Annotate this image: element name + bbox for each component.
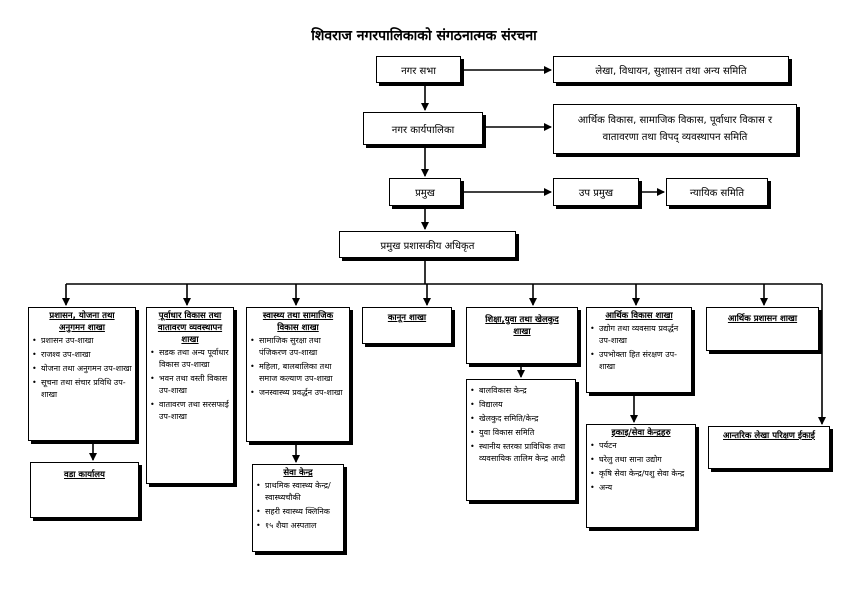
pramukh-box: प्रमुख: [389, 178, 461, 206]
list-item: सहरी स्वास्थ्य क्लिनिक: [256, 506, 340, 518]
swasthya-branch-box: स्वास्थ्य तथा सामाजिक विकास शाखा सामाजिक…: [246, 307, 350, 442]
nyayik-samiti-label: न्यायिक समिति: [689, 188, 745, 199]
shiksha-branch-box: शिक्षा,युवा तथा खेलकुद शाखा: [466, 307, 578, 364]
list-item: खेलकुद समिति/केन्द्र: [470, 413, 572, 425]
list-item: अन्य: [590, 482, 692, 494]
nagar-sabha-label: नगर सभा: [401, 65, 436, 77]
arthik-branch-title: आर्थिक विकास शाखा: [605, 311, 673, 321]
committee-box-1: लेखा, विधायन, सुशासन तथा अन्य समिति: [553, 56, 789, 83]
upa-pramukh-label: उप प्रमुख: [578, 188, 614, 199]
nagar-karyapalika-label: नगर कार्यपालिका: [391, 124, 455, 136]
list-item: भवन तथा वस्ती विकास उप-शाखा: [150, 373, 230, 397]
prashasan-sub-list: प्रशासन उप-शाखा राजश्व उप-शाखा योजना तथा…: [29, 335, 135, 401]
sewa-kendra-box: सेवा केन्द्र प्राथमिक स्वास्थ्य केन्द्र/…: [252, 464, 344, 552]
list-item: जनस्वास्थ्य प्रवर्द्धन उप-शाखा: [250, 387, 346, 399]
shiksha-units-box: बालविकास केन्द्र विद्यालय खेलकुद समिति/क…: [466, 379, 576, 501]
list-item: कृषि सेवा केन्द्र/पशु सेवा केन्द्र: [590, 468, 692, 480]
arthik-prashasan-branch-title: आर्थिक प्रशासन शाखा: [727, 314, 798, 324]
list-item: सडक तथा अन्य पूर्वाधार विकास उप-शाखा: [150, 347, 230, 371]
list-item: राजश्व उप-शाखा: [32, 349, 132, 361]
list-item: प्रशासन उप-शाखा: [32, 335, 132, 347]
committee-box-2: आर्थिक विकास, सामाजिक विकास, पूर्वाधार व…: [553, 104, 797, 154]
prashasan-branch-box: प्रशासन, योजना तथा अनुगमन शाखा प्रशासन उ…: [28, 307, 136, 441]
arthik-sub-list: उद्योग तथा व्यवसाय प्रवर्द्धन उप-शाखा उप…: [587, 323, 691, 373]
nyayik-samiti-box: न्यायिक समिति: [666, 178, 768, 206]
kanun-branch-title: कानून शाखा: [387, 313, 427, 323]
list-item: घरेलु तथा साना उद्योग: [590, 454, 692, 466]
shiksha-unit-list: बालविकास केन्द्र विद्यालय खेलकुद समिति/क…: [467, 385, 575, 465]
cao-box: प्रमुख प्रशासकीय अधिकृत: [339, 231, 516, 258]
ikai-sewa-kendra-box: इकाइ/सेवा केन्द्रहरु पर्यटन घरेलु तथा सा…: [586, 424, 696, 528]
shiksha-branch-title: शिक्षा,युवा तथा खेलकुद शाखा: [485, 315, 559, 337]
wada-karyalaya-box: वडा कार्यालय: [30, 462, 139, 518]
list-item: उद्योग तथा व्यवसाय प्रवर्द्धन उप-शाखा: [590, 323, 688, 347]
nagar-sabha-box: नगर सभा: [376, 56, 461, 83]
list-item: सूचना तथा संचार प्रविधि उप-शाखा: [32, 377, 132, 401]
internal-audit-label: आन्तरिक लेखा परिक्षण ईकाई: [723, 431, 815, 441]
committee-2-line2: वातावरणा तथा विपद् व्यवस्थापन समिति: [602, 132, 748, 143]
list-item: १५ शैया अस्पताल: [256, 520, 340, 532]
arthik-prashasan-branch-box: आर्थिक प्रशासन शाखा: [706, 307, 819, 351]
list-item: वातावरण तथा सरसफाई उप-शाखा: [150, 399, 230, 423]
purwadhar-sub-list: सडक तथा अन्य पूर्वाधार विकास उप-शाखा भवन…: [147, 347, 233, 423]
prashasan-branch-title: प्रशासन, योजना तथा अनुगमन शाखा: [49, 311, 115, 333]
internal-audit-box: आन्तरिक लेखा परिक्षण ईकाई: [708, 426, 830, 469]
list-item: प्राथमिक स्वास्थ्य केन्द्र/स्वास्थ्यचौकी: [256, 480, 340, 504]
list-item: सामाजिक सुरक्षा तथा पंजिकरण उप-शाखा: [250, 335, 346, 359]
list-item: युवा विकास समिति: [470, 427, 572, 439]
list-item: विद्यालय: [470, 399, 572, 411]
list-item: बालविकास केन्द्र: [470, 385, 572, 397]
list-item: स्थानीय स्तरका प्राविधिक तथा व्यवसायिक त…: [470, 441, 572, 465]
list-item: योजना तथा अनुगमन उप-शाखा: [32, 363, 132, 375]
list-item: उपभोक्ता हित संरक्षण उप-शाखा: [590, 349, 688, 373]
sewa-kendra-title: सेवा केन्द्र: [283, 468, 313, 478]
arthik-branch-box: आर्थिक विकास शाखा उद्योग तथा व्यवसाय प्र…: [586, 307, 692, 393]
sewa-kendra-list: प्राथमिक स्वास्थ्य केन्द्र/स्वास्थ्यचौकी…: [253, 480, 343, 532]
list-item: महिला, बालबालिका तथा समाज कल्याण उप-शाखा: [250, 361, 346, 385]
wada-karyalaya-label: वडा कार्यालय: [64, 470, 105, 480]
purwadhar-branch-title: पूर्वाधार विकास तथा वातावरण व्यवस्थापन श…: [157, 311, 223, 345]
kanun-branch-box: कानून शाखा: [362, 307, 452, 344]
pramukh-label: प्रमुख: [415, 188, 435, 199]
committee-2-line1: आर्थिक विकास, सामाजिक विकास, पूर्वाधार व…: [577, 115, 773, 126]
ikai-sewa-kendra-list: पर्यटन घरेलु तथा साना उद्योग कृषि सेवा क…: [587, 440, 695, 494]
ikai-sewa-kendra-title: इकाइ/सेवा केन्द्रहरु: [611, 428, 671, 438]
nagar-karyapalika-box: नगर कार्यपालिका: [363, 112, 483, 145]
swasthya-sub-list: सामाजिक सुरक्षा तथा पंजिकरण उप-शाखा महिल…: [247, 335, 349, 399]
list-item: पर्यटन: [590, 440, 692, 452]
upa-pramukh-box: उप प्रमुख: [553, 178, 639, 206]
purwadhar-branch-box: पूर्वाधार विकास तथा वातावरण व्यवस्थापन श…: [146, 307, 234, 484]
committee-1-label: लेखा, विधायन, सुशासन तथा अन्य समिति: [595, 65, 747, 77]
swasthya-branch-title: स्वास्थ्य तथा सामाजिक विकास शाखा: [262, 311, 334, 333]
cao-label: प्रमुख प्रशासकीय अधिकृत: [380, 240, 475, 252]
chart-title: शिवराज नगरपालिकाको संगठनात्मक संरचना: [311, 28, 537, 44]
